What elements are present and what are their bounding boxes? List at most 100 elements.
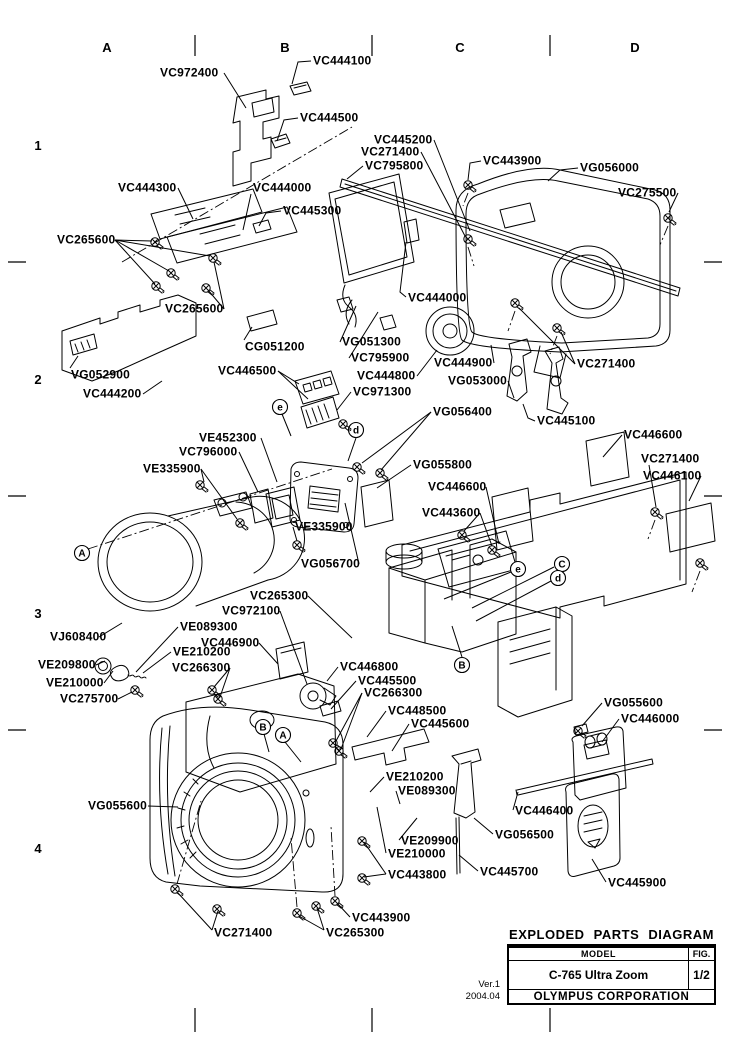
part-label: VC265600 [57,233,115,247]
part-label: VE210000 [46,676,104,690]
ref-marker-letter: C [558,560,565,571]
leader-line [361,411,432,464]
screw-icon [334,746,344,756]
part-label: VJ608400 [50,630,106,644]
part-label: VC275500 [618,186,676,200]
leader-line [292,526,298,542]
screw-thread [172,274,180,281]
screw-head-cross [336,748,342,754]
part-label: VC971300 [353,385,411,399]
center-line [330,825,336,897]
leader-line [307,595,353,639]
leader-line [142,380,163,395]
leader-line [688,475,702,502]
screw-thread [214,259,222,266]
part-label: VC445900 [608,876,666,890]
screw-thread [344,425,352,432]
part-label: VC444500 [300,111,358,125]
screw-icon [166,268,176,278]
grid-row-label: 4 [34,841,42,856]
screw-head-cross [153,283,159,289]
grid-row-label: 1 [34,138,41,153]
screw-head-cross [132,687,138,693]
ref-marker-circle [453,656,471,674]
leader-line [298,915,325,931]
screw-thread [218,910,226,917]
screw-head-cross [203,285,209,291]
part-label: VC265300 [326,926,384,940]
part-label: VC445100 [537,414,595,428]
leader-line [339,305,357,343]
part-label: VC265300 [250,589,308,603]
screw-thread [298,546,306,553]
part-label: CG051200 [245,340,305,354]
screw-head-cross [554,325,560,331]
version-label: Ver.1 [478,979,500,990]
leader-line [142,651,172,674]
leader-line [258,642,279,665]
screw-icon [292,908,302,918]
leader-line [366,710,387,738]
screw-head-cross [652,509,658,515]
screw-head-cross [359,838,365,844]
leader-line [69,355,79,369]
ref-marker-letter: A [279,731,286,742]
leader-line [391,723,410,752]
screw-icon [328,738,338,748]
leader-line [507,380,515,399]
leader-line [512,791,519,811]
part-label: VE210200 [173,645,231,659]
leader-line [518,307,576,365]
screw-icon [130,685,140,695]
part-label: VC443900 [352,911,410,925]
leader-line [211,910,219,931]
screw-icon [201,283,211,293]
screw-thread [201,486,209,493]
part-label: VC795800 [365,159,423,173]
version-block: Ver.1 2004.04 [446,979,500,1004]
screw-head-cross [459,532,465,538]
fig-value: 1/2 [693,968,710,982]
ref-marker-circle [271,398,289,416]
leader-line [416,349,438,377]
screw-icon [292,540,302,550]
screw-thread [516,304,524,311]
screw-thread [157,287,165,294]
model-value: C-765 Ultra Zoom [509,961,689,989]
leader-line [340,692,363,750]
screw-icon [311,901,321,911]
screw-icon [457,530,467,540]
screw-head-cross [215,696,221,702]
marker-leader-line [281,413,292,437]
leader-line [223,72,247,109]
leader-line [177,892,213,931]
screw-head-cross [214,906,220,912]
screw-thread [493,551,501,558]
leader-line [335,692,363,742]
screw-thread [136,691,144,698]
marker-leader-line [284,741,302,763]
screw-icon [338,419,348,429]
part-label: VE210200 [386,770,444,784]
screw-head-cross [354,464,360,470]
center-line [659,225,669,246]
ref-marker-letter: B [458,661,465,672]
leader-line [276,117,299,142]
part-label: VC445300 [283,204,341,218]
part-label: VC271400 [214,926,272,940]
part-label: VE210000 [388,847,446,861]
part-label: VC972100 [222,604,280,618]
leader-line [344,502,360,565]
screw-icon [195,480,205,490]
screw-thread [656,513,664,520]
ref-marker-circle [549,569,567,587]
leader-line [147,805,179,808]
screw-thread [363,842,371,849]
screw-head-cross [377,470,383,476]
part-label: VG055600 [88,799,147,813]
part-label: VC445700 [480,865,538,879]
part-label: VC446900 [201,636,259,650]
screw-head-cross [172,886,178,892]
screw-thread [298,914,306,921]
